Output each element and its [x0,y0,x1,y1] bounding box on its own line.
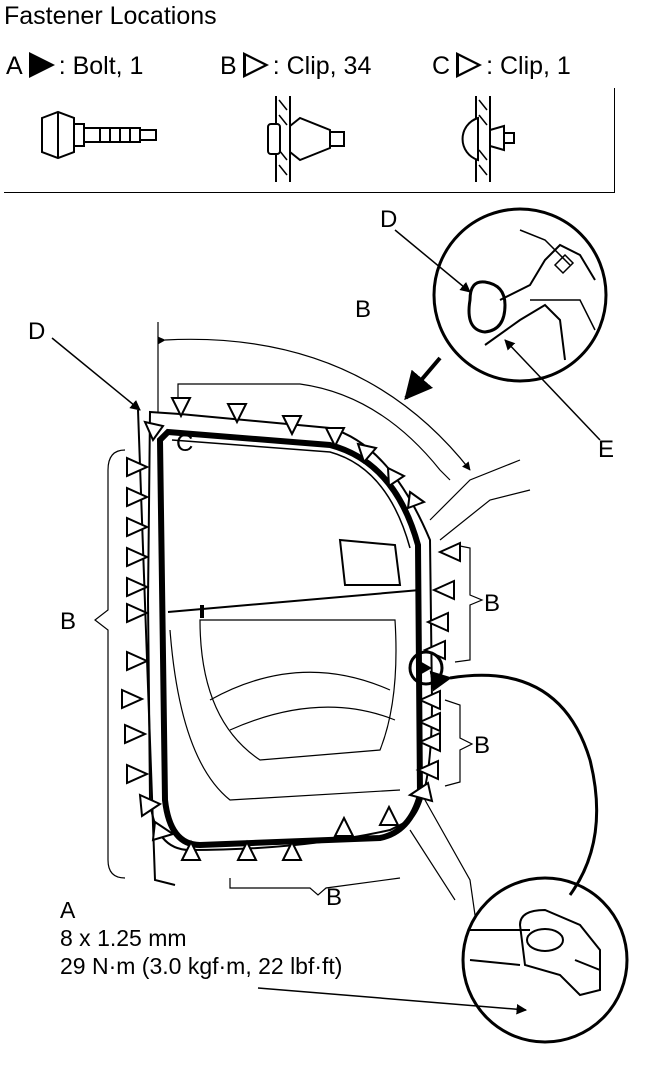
open-triangle-icon [242,52,269,78]
fastener-legend: A : Bolt, 1 B : Clip, 34 C : Clip, 1 [0,52,620,92]
legend-letter-c: C [432,52,451,80]
bolt-detail-inset [461,876,629,1044]
open-triangle-icon [456,52,483,78]
legend-letter-b: B [220,52,237,80]
label-d-left: D [28,318,46,345]
legend-text-a: : Bolt, 1 [58,52,144,80]
bolt-icon [41,110,157,160]
clip-markers [121,397,461,861]
legend-text-c: : Clip, 1 [486,52,571,80]
bolt-location-circle [408,650,444,686]
label-b-top: B [355,296,372,323]
label-b-bottom: B [326,884,343,911]
spec-torque: 29 N·m (3.0 kgf·m, 22 lbf·ft) [60,953,343,979]
legend-letter-a: A [6,52,23,80]
legend-item-b: B : Clip, 34 [220,52,371,81]
label-b-right-upper: B [484,590,501,617]
label-c: C [176,430,194,457]
legend-text-b: : Clip, 34 [272,52,372,80]
spec-letter: A [60,897,76,923]
label-e: E [598,436,615,463]
clip-c-icon [461,96,515,182]
filled-triangle-icon [28,52,55,78]
brace-lines [94,336,484,896]
legend-item-a: A : Bolt, 1 [6,52,143,81]
bolt-spec: A 8 x 1.25 mm 29 N·m (3.0 kgf·m, 22 lbf·… [60,896,342,980]
spec-size: 8 x 1.25 mm [60,925,187,951]
section-inset [432,207,608,383]
legend-item-c: C : Clip, 1 [432,52,571,81]
clip-b-icon [267,96,345,182]
label-d-inset: D [380,206,398,233]
legend-frame [4,88,615,193]
label-b-right-lower: B [474,732,491,759]
bolt-marker [418,660,432,676]
label-b-left: B [60,608,77,635]
page-title: Fastener Locations [4,2,217,30]
